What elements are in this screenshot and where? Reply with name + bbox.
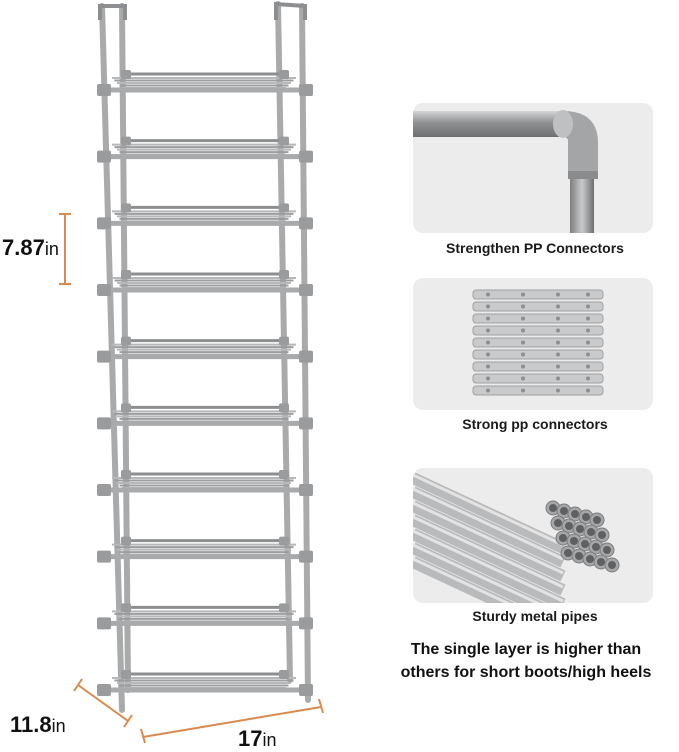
rack-shelf bbox=[97, 403, 313, 430]
rack-shelf bbox=[97, 270, 313, 296]
depth-measure-line bbox=[73, 678, 133, 728]
rack-shelf bbox=[97, 536, 313, 563]
depth-value: 11.8 bbox=[10, 712, 52, 737]
feature-caption-1: Strengthen PP Connectors bbox=[446, 240, 624, 256]
connector-row bbox=[472, 289, 604, 300]
note-line-2: others for short boots/high heels bbox=[400, 664, 652, 681]
rack-shelf bbox=[97, 136, 313, 163]
rack-shelf bbox=[97, 70, 313, 96]
rack-shelf bbox=[97, 203, 313, 230]
feature-image-pipe-bundle bbox=[413, 468, 653, 603]
height-unit: in bbox=[44, 239, 59, 259]
connector-row bbox=[472, 313, 604, 324]
connector-row bbox=[472, 385, 604, 396]
rack-shelf bbox=[97, 603, 313, 630]
feature-caption-3: Sturdy metal pipes bbox=[472, 608, 598, 624]
height-label: 7.87in bbox=[2, 235, 59, 261]
rack-top-cap-right bbox=[274, 1, 307, 20]
corner-connector-graphic bbox=[413, 110, 598, 233]
depth-unit: in bbox=[51, 716, 66, 736]
width-unit: in bbox=[262, 730, 277, 750]
pipe-bundle-graphic bbox=[413, 472, 620, 603]
shelf-height-note: The single layer is higher than others f… bbox=[376, 638, 676, 684]
width-value: 17 bbox=[238, 726, 263, 751]
rack-top-cap-left bbox=[98, 4, 127, 20]
feature-caption-2: Strong pp connectors bbox=[462, 416, 608, 432]
width-measure-line bbox=[140, 698, 324, 744]
height-value: 7.87 bbox=[2, 235, 45, 260]
connector-row bbox=[472, 301, 604, 312]
rack-shelf bbox=[97, 336, 313, 363]
depth-label: 11.8in bbox=[10, 712, 66, 738]
shoe-rack-illustration bbox=[97, 1, 313, 713]
connector-row bbox=[472, 349, 604, 360]
connector-row bbox=[472, 337, 604, 348]
rack-shelf bbox=[97, 670, 313, 696]
feature-image-connector-rows bbox=[413, 278, 653, 410]
width-label: 17in bbox=[238, 726, 277, 752]
connector-row bbox=[472, 373, 604, 384]
rack-shelf bbox=[97, 470, 313, 496]
connector-row bbox=[472, 325, 604, 336]
feature-image-corner-connector bbox=[413, 103, 653, 233]
pipe-bundle bbox=[413, 472, 620, 603]
note-line-1: The single layer is higher than bbox=[410, 641, 642, 658]
connector-row bbox=[472, 361, 604, 372]
connector-rows-graphic bbox=[472, 289, 604, 396]
height-measure-line bbox=[59, 213, 71, 285]
